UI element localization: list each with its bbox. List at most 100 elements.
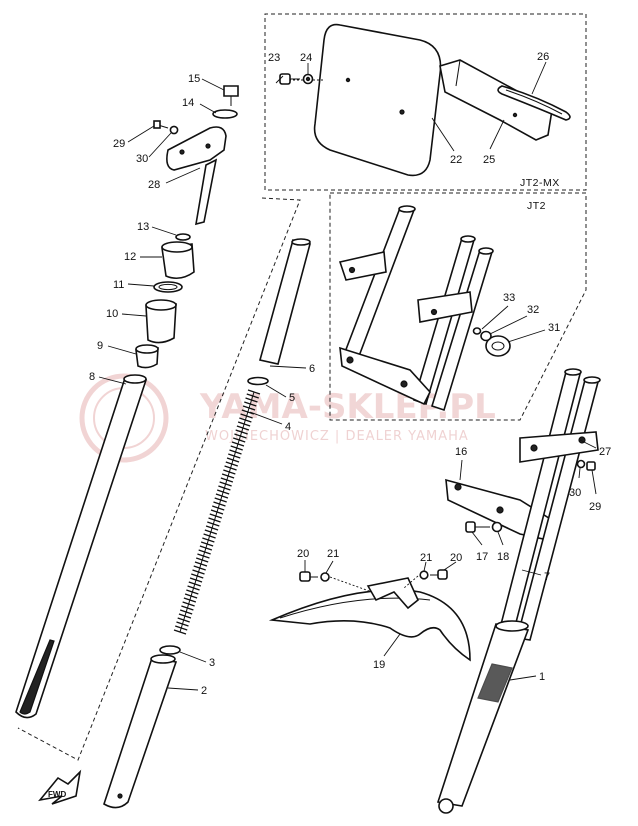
spring-coil	[214, 497, 227, 503]
spring-coil	[194, 561, 208, 567]
spring-coil	[209, 513, 222, 519]
fork-spring	[173, 389, 261, 635]
callout-30-upper: 30	[136, 153, 148, 165]
callout-12: 12	[124, 251, 136, 263]
bolt-23	[279, 73, 300, 85]
spring-coil	[176, 621, 189, 627]
spring-coil	[200, 541, 214, 547]
spring-coil	[235, 429, 248, 435]
watermark-text-main: YAMA-SKLEP.PL	[199, 387, 496, 427]
callout-30-lower: 30	[569, 487, 581, 499]
callout-6: 6	[309, 363, 315, 375]
washer-21-left	[320, 572, 330, 582]
spring-coil	[181, 605, 194, 611]
assembled-fork	[436, 368, 601, 814]
callout-15: 15	[188, 73, 200, 85]
bolt-17	[465, 521, 490, 533]
callout-27: 27	[599, 446, 611, 458]
spring-coil	[192, 569, 205, 575]
jt2-mx-boundary	[264, 13, 587, 191]
spring-coil	[234, 433, 247, 439]
callout-28: 28	[148, 179, 160, 191]
grommet-31	[485, 335, 511, 357]
callout-1: 1	[539, 671, 545, 683]
callout-7: 7	[544, 571, 550, 583]
callout-33: 33	[503, 292, 515, 304]
bolt-20-right	[430, 569, 448, 580]
callouts: 15 14 29 30 28 13 12 11 10 9 8 23 24 26 …	[89, 51, 611, 697]
spring-coil	[229, 449, 242, 455]
oil-seal-12	[161, 241, 195, 280]
number-plate	[290, 23, 442, 177]
spring-coil	[221, 473, 235, 479]
rubber-band	[497, 85, 571, 121]
callout-20-left: 20	[297, 548, 309, 560]
callout-26: 26	[537, 51, 549, 63]
spring-coil	[226, 457, 240, 463]
spring-coil	[240, 413, 253, 419]
callout-10: 10	[106, 308, 118, 320]
washer-33	[472, 327, 482, 335]
jt2-label: JT2	[527, 200, 546, 212]
washer-30-lower	[576, 459, 586, 469]
spring-coil	[225, 461, 239, 467]
spring-coil	[198, 549, 211, 555]
outer-tube-2	[103, 654, 178, 809]
cap-9	[135, 344, 159, 369]
callout-16: 16	[455, 446, 467, 458]
inner-tube-8	[15, 374, 148, 719]
spring-coil	[173, 629, 187, 635]
spring-coil	[219, 481, 232, 487]
jt2-region: JT2	[329, 192, 587, 421]
callout-25: 25	[483, 154, 495, 166]
jt2-mx-region: JT2-MX	[264, 13, 587, 191]
forward-direction-icon: FWD	[38, 769, 82, 805]
spring-coil	[213, 501, 226, 507]
spring-coil	[212, 505, 225, 511]
spring-coil	[237, 421, 251, 427]
callout-3: 3	[209, 657, 215, 669]
headlight-bracket	[166, 126, 227, 226]
spring-coil	[246, 393, 259, 399]
spring-coil	[232, 437, 246, 443]
spring-coil	[203, 533, 216, 539]
bolt-15	[223, 85, 239, 106]
callout-11: 11	[113, 279, 124, 291]
spring-coil	[228, 453, 241, 459]
washer-5	[247, 376, 269, 386]
spring-coil	[182, 601, 195, 607]
spring-coil	[224, 465, 237, 471]
oring-13	[175, 233, 191, 241]
spring-coil	[216, 489, 230, 495]
spring-coil	[202, 537, 215, 543]
spring-coils	[173, 389, 261, 635]
spring-coil	[193, 565, 206, 571]
jt2-fork-assembly	[338, 205, 494, 412]
bushing-10	[145, 299, 177, 344]
spring-coil	[183, 597, 197, 603]
spring-coil	[186, 589, 199, 595]
spring-coil	[245, 397, 258, 403]
bolt-29-upper	[153, 120, 169, 129]
spring-coil	[175, 625, 188, 631]
watermark: YAMA-SKLEP.PL WOJCIECHOWICZ | DEALER YAM…	[79, 373, 496, 463]
callout-9: 9	[97, 340, 103, 352]
jt2-boundary	[329, 192, 587, 421]
washer-30-upper	[169, 125, 179, 135]
bolt-20-left	[299, 571, 318, 582]
spring-coil	[188, 581, 202, 587]
jt2-mx-label: JT2-MX	[520, 177, 560, 189]
callout-29-lower: 29	[589, 501, 601, 513]
spring-coil	[244, 401, 257, 407]
bolt-29-lower	[586, 461, 596, 471]
spring-coil	[195, 557, 209, 563]
spring-coil	[223, 469, 236, 475]
spring-coil	[179, 609, 193, 615]
fork-leg-boundary	[17, 197, 301, 761]
spring-coil	[177, 617, 190, 623]
fwd-label: FWD	[48, 790, 66, 799]
spring-coil	[204, 529, 218, 535]
washer-18	[491, 521, 503, 533]
spring-coil	[247, 389, 261, 395]
